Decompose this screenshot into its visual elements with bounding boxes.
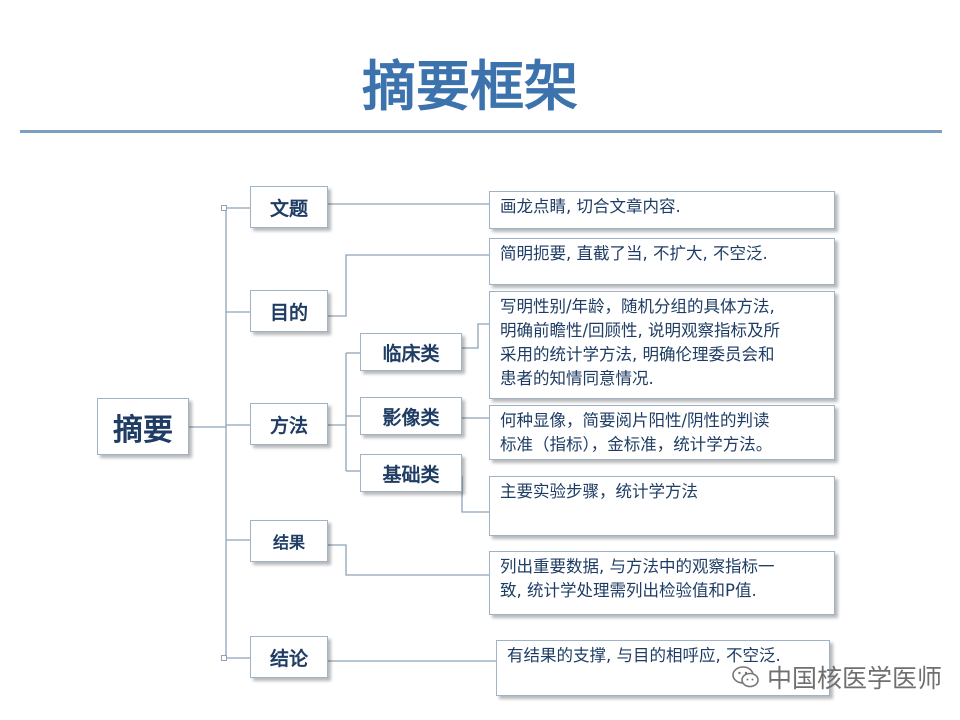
watermark: 中国核医学医师: [731, 660, 942, 694]
connector: [328, 254, 489, 317]
description-basic: 主要实验步骤，统计学方法: [489, 476, 835, 536]
description-conclusion: 有结果的支撑, 与目的相呼应, 不空泛.: [496, 640, 830, 696]
description-line: 何种显像，简要阅片阳性/阴性的判读: [500, 411, 770, 430]
description-line: 患者的知情同意情况.: [500, 369, 654, 388]
category-results-node: 结果: [250, 520, 328, 562]
description-clinical: 写明性别/年龄，随机分组的具体方法, 明确前瞻性/回顾性, 说明观察指标及所 采…: [489, 291, 835, 399]
description-line: 写明性别/年龄，随机分组的具体方法,: [500, 297, 775, 316]
connector: [462, 323, 489, 349]
category-objective-node: 目的: [250, 290, 328, 332]
connector: [328, 544, 489, 576]
connector: [461, 476, 489, 513]
description-line: 简明扼要, 直截了当, 不扩大, 不空泛.: [500, 244, 768, 263]
description-line: 明确前瞻性/回顾性, 说明观察指标及所: [500, 321, 781, 340]
category-conclusion-node: 结论: [250, 636, 328, 678]
description-objective: 简明扼要, 直截了当, 不扩大, 不空泛.: [489, 238, 835, 285]
category-title-node: 文题: [250, 186, 328, 228]
description-line: 有结果的支撑, 与目的相呼应, 不空泛.: [507, 646, 781, 665]
description-line: 画龙点睛, 切合文章内容.: [500, 197, 681, 216]
category-methods-node: 方法: [250, 403, 328, 445]
description-title: 画龙点睛, 切合文章内容.: [489, 191, 835, 229]
method-imaging-node: 影像类: [360, 397, 462, 435]
description-imaging: 何种显像，简要阅片阳性/阴性的判读 标准（指标），金标准，统计学方法。: [489, 405, 835, 460]
connector-handle: [221, 655, 227, 661]
root-node: 摘要: [97, 398, 189, 455]
description-line: 采用的统计学方法, 明确伦理委员会和: [500, 345, 775, 364]
connector-handle: [221, 205, 227, 211]
wechat-icon: [732, 666, 759, 688]
description-line: 列出重要数据, 与方法中的观察指标一: [500, 557, 775, 576]
method-basic-node: 基础类: [360, 454, 462, 492]
method-clinical-node: 临床类: [360, 333, 462, 371]
description-line: 标准（指标），金标准，统计学方法。: [500, 435, 773, 454]
watermark-text: 中国核医学医师: [767, 664, 943, 693]
description-line: 主要实验步骤，统计学方法: [500, 482, 698, 501]
page-title: 摘要框架: [362, 55, 578, 118]
description-results: 列出重要数据, 与方法中的观察指标一 致, 统计学处理需列出检验值和P值.: [489, 551, 835, 615]
description-line: 致, 统计学处理需列出检验值和P值.: [500, 581, 757, 600]
title-divider: [20, 130, 942, 133]
